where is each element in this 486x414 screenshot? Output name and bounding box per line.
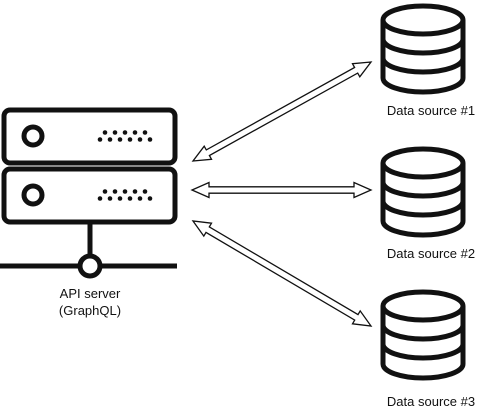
double-arrow-1 xyxy=(191,61,373,162)
vent-dot xyxy=(107,137,113,142)
database-body xyxy=(380,163,466,238)
vent-dot xyxy=(132,130,138,135)
database-body xyxy=(380,306,466,381)
double-arrow-3 xyxy=(191,220,373,327)
database-icon xyxy=(380,3,466,95)
vent-dot xyxy=(122,130,128,135)
server-vent-dots-top xyxy=(97,130,153,142)
vent-dot xyxy=(127,196,133,201)
vent-dot xyxy=(137,196,143,201)
vent-dot xyxy=(122,189,128,194)
database-top xyxy=(380,146,466,180)
database-top xyxy=(380,289,466,323)
vent-dot xyxy=(142,189,148,194)
double-arrow-2 xyxy=(190,181,373,199)
vent-dot xyxy=(102,130,108,135)
vent-dot xyxy=(107,196,113,201)
connector-arrows xyxy=(190,61,373,327)
server-network-node xyxy=(77,253,103,279)
database-top xyxy=(380,3,466,37)
vent-dot xyxy=(147,137,153,142)
vent-dot xyxy=(97,137,103,142)
vent-dot xyxy=(137,137,143,142)
vent-dot xyxy=(127,137,133,142)
server-label-line2: (GraphQL) xyxy=(58,303,122,318)
data-source-label-2: Data source #2 xyxy=(386,246,476,261)
database-band xyxy=(380,181,466,199)
vent-dot xyxy=(102,189,108,194)
vent-dot xyxy=(117,137,123,142)
data-source-label-3: Data source #3 xyxy=(386,394,476,409)
server-vent-dots-bottom xyxy=(97,189,153,201)
database-icon xyxy=(380,289,466,381)
vent-dot xyxy=(117,196,123,201)
vent-dot xyxy=(112,130,118,135)
server-unit-bottom xyxy=(1,166,178,225)
server-power-light-bottom xyxy=(21,183,45,207)
vent-dot xyxy=(112,189,118,194)
database-band xyxy=(380,324,466,342)
server-label-line1: API server xyxy=(59,286,121,301)
vent-dot xyxy=(132,189,138,194)
server-power-light-top xyxy=(21,124,45,148)
vent-dot xyxy=(97,196,103,201)
data-source-label-1: Data source #1 xyxy=(386,103,476,118)
server-unit-top xyxy=(1,107,178,166)
server-icon xyxy=(0,107,178,279)
vent-dot xyxy=(147,196,153,201)
database-body xyxy=(380,20,466,95)
database-band xyxy=(380,57,466,75)
database-icon xyxy=(380,146,466,238)
database-band xyxy=(380,343,466,361)
database-band xyxy=(380,200,466,218)
database-band xyxy=(380,38,466,56)
vent-dot xyxy=(142,130,148,135)
